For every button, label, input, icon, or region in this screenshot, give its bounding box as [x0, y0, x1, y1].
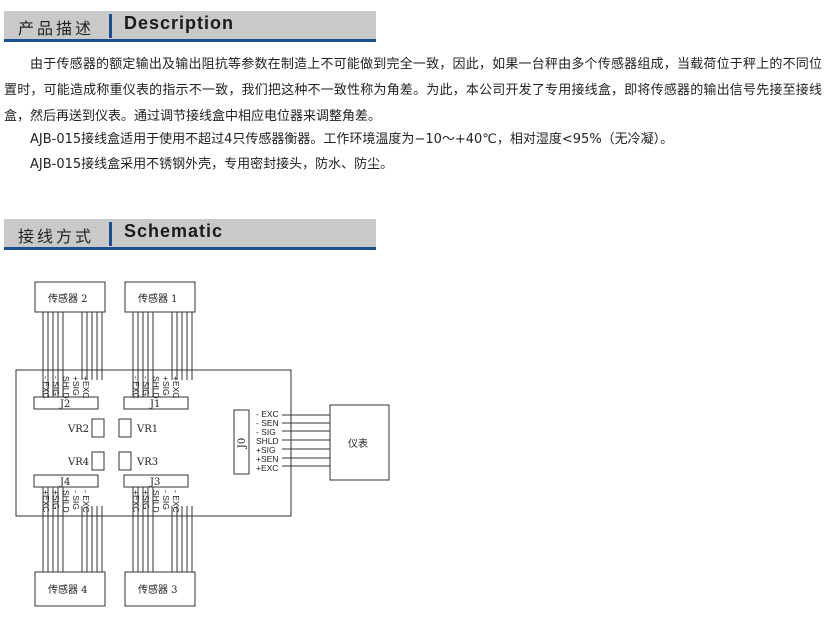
- sensor-4-box: [34, 571, 106, 607]
- j2-pin-label: - EXC: [41, 376, 51, 399]
- j4-pin-label: - EXC: [81, 490, 91, 513]
- sensor-3-box: [124, 571, 196, 607]
- section-title-en: Schematic: [124, 221, 224, 241]
- j1-pin-label: SHLD: [151, 376, 161, 399]
- j1-pin-labels: - EXC - SIG SHLD +SIG +EXC: [131, 376, 181, 399]
- j0-pin-label: - SEN: [256, 418, 279, 428]
- j4-pin-label: - SIG: [71, 490, 81, 510]
- pot-vr3-label: VR3: [136, 457, 158, 468]
- j0-pin-label: +SEN: [256, 454, 278, 464]
- j0-pin-label: SHLD: [256, 436, 279, 446]
- j4-pin-label: +SIG: [51, 490, 61, 510]
- j0-pin-label: - EXC: [256, 409, 279, 419]
- j3-pin-label: +SIG: [141, 490, 151, 510]
- wiring-schematic: 传感器 2 传感器 1 传感器 4 传感器 3 仪表 J2 J1 J4 J3 J…: [15, 281, 390, 607]
- j0-pin-label: +EXC: [256, 463, 278, 473]
- j3-pin-label: SHLD: [151, 490, 161, 513]
- j0-pin-labels: - EXC - SEN - SIG SHLD +SIG +SEN +EXC: [256, 409, 279, 473]
- meter-label: 仪表: [348, 437, 368, 450]
- connector-j3-label: J3: [149, 477, 160, 488]
- pot-vr2-label: VR2: [67, 424, 89, 435]
- pot-vr4-label: VR4: [67, 457, 89, 468]
- connector-j2-label: J2: [59, 399, 70, 410]
- j2-pin-label: - SIG: [51, 376, 61, 396]
- j3-pin-label: - SIG: [161, 490, 171, 510]
- j4-pin-label: SHLD: [61, 490, 71, 513]
- j1-pin-label: +EXC: [171, 376, 181, 398]
- j2-pin-labels: - EXC - SIG SHLD +SIG +EXC: [41, 376, 91, 399]
- j1-pin-label: +SIG: [161, 376, 171, 396]
- j4-pin-label: +EXC: [41, 490, 51, 512]
- sensor-1-box: [124, 281, 196, 313]
- pot-vr4: [91, 451, 105, 471]
- section-title-cn: 产品描述: [18, 19, 95, 38]
- connector-j3: [123, 474, 189, 488]
- j4-pin-labels: +EXC +SIG SHLD - SIG - EXC: [41, 490, 91, 513]
- description-paragraph-1: 由于传感器的额定输出及输出阻抗等参数在制造上不可能做到完全一致，因此，如果一台秤…: [4, 57, 822, 124]
- pot-vr3: [118, 451, 132, 471]
- header-divider: [109, 14, 112, 38]
- section-header-description: 产品描述 Description: [4, 11, 376, 42]
- connector-j4-label: J4: [59, 477, 70, 488]
- j3-pin-labels: +EXC +SIG SHLD - SIG - EXC: [131, 490, 181, 513]
- pot-vr1-label: VR1: [136, 424, 158, 435]
- connector-j4: [33, 474, 99, 488]
- sensor-4-label: 传感器 4: [48, 583, 88, 596]
- j2-pin-label: +EXC: [81, 376, 91, 398]
- j3-pin-label: +EXC: [131, 490, 141, 512]
- pot-vr1: [118, 418, 132, 438]
- sensor-3-label: 传感器 3: [138, 583, 178, 596]
- connector-j1-label: J1: [149, 399, 160, 410]
- section-header-schematic: 接线方式 Schematic: [4, 219, 376, 250]
- connector-j2: [33, 396, 99, 410]
- sensor-2-label: 传感器 2: [48, 292, 88, 305]
- section-title-en: Description: [124, 13, 235, 33]
- j2-pin-label: +SIG: [71, 376, 81, 396]
- j0-pin-label: +SIG: [256, 445, 276, 455]
- header-divider: [109, 222, 112, 246]
- connector-j1: [123, 396, 189, 410]
- connector-j0-label: J0: [237, 438, 248, 449]
- j0-pin-label: - SIG: [256, 427, 276, 437]
- j1-pin-label: - EXC: [131, 376, 141, 399]
- description-paragraph-2: AJB-015接线盒适用于使用不超过4只传感器衡器。工作环境温度为−10～+40…: [30, 132, 674, 147]
- meter-box: [329, 404, 390, 481]
- j1-pin-label: - SIG: [141, 376, 151, 396]
- description-paragraph-3: AJB-015接线盒采用不锈钢外壳，专用密封接头，防水、防尘。: [30, 157, 394, 172]
- sensor-1-label: 传感器 1: [138, 292, 178, 305]
- j2-pin-label: SHLD: [61, 376, 71, 399]
- section-title-cn: 接线方式: [18, 227, 95, 246]
- pot-vr2: [91, 418, 105, 438]
- connector-j0: [233, 409, 250, 475]
- j3-pin-label: - EXC: [171, 490, 181, 513]
- sensor-2-box: [34, 281, 106, 313]
